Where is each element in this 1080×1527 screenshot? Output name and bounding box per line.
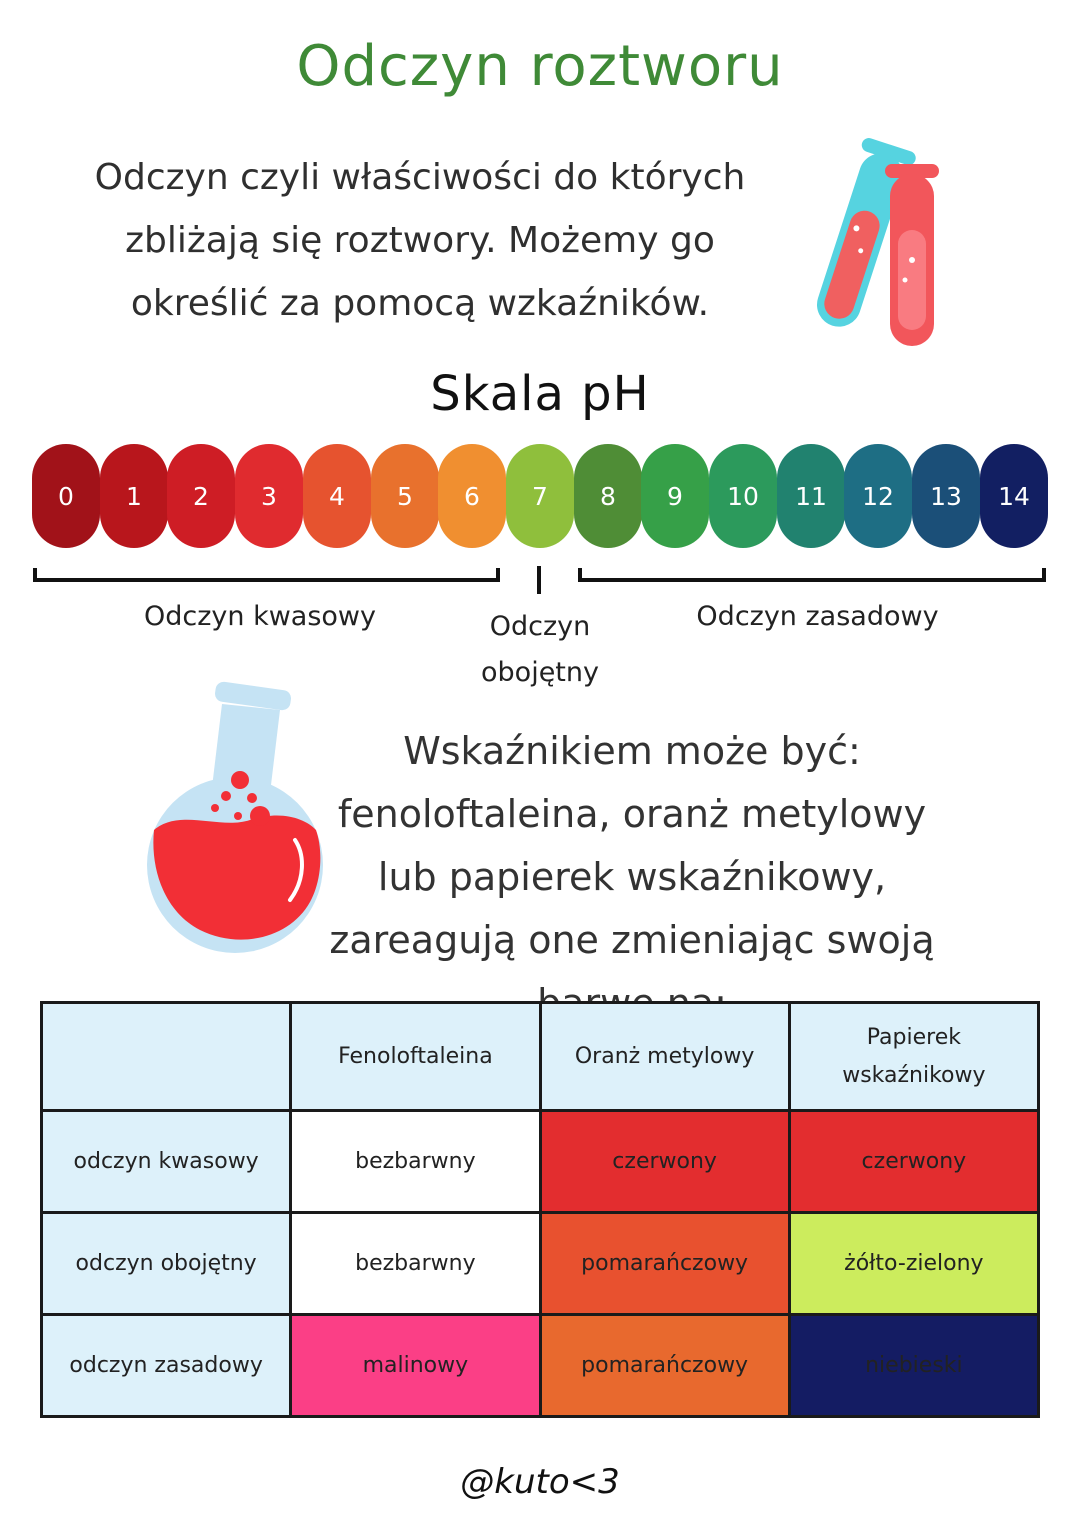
table-cell: czerwony <box>538 1109 791 1215</box>
table-header-row: Fenoloftaleina Oranż metylowy Papierek w… <box>39 1000 1041 1113</box>
table-cell: niebieski <box>787 1313 1041 1418</box>
ph-value-5: 5 <box>371 444 439 548</box>
table-cell: bezbarwny <box>289 1109 542 1215</box>
table-cell: bezbarwny <box>289 1211 542 1316</box>
table-cell: pomarańczowy <box>538 1211 791 1316</box>
intro-text: Odczyn czyli właściwości do których zbli… <box>94 157 746 324</box>
ph-value-1: 1 <box>100 444 168 548</box>
ph-value-6: 6 <box>438 444 506 548</box>
ph-value-3: 3 <box>235 444 303 548</box>
ph-value-12: 12 <box>844 444 912 548</box>
ph-value-13: 13 <box>912 444 980 548</box>
neutral-range-label: Odczyn obojętny <box>481 611 599 688</box>
ph-value-9: 9 <box>641 444 709 548</box>
range-brackets <box>33 566 1046 594</box>
row-label-cell: odczyn obojętny <box>39 1211 293 1316</box>
indicators-text: Wskaźnikiem może być: fenoloftaleina, or… <box>329 729 935 1025</box>
table-header-cell: Fenoloftaleina <box>289 1000 542 1113</box>
ph-value-11: 11 <box>777 444 845 548</box>
table-cell: czerwony <box>787 1109 1041 1215</box>
ph-value-2: 2 <box>167 444 235 548</box>
table-header-cell <box>39 1000 293 1113</box>
table-cell: żółto-zielony <box>787 1211 1041 1316</box>
acidic-range-label: Odczyn kwasowy <box>144 601 376 632</box>
ph-value-14: 14 <box>980 444 1048 548</box>
flask-icon <box>147 681 323 953</box>
indicator-color-table: Fenoloftaleina Oranż metylowy Papierek w… <box>39 1000 1041 1418</box>
ph-value-10: 10 <box>709 444 777 548</box>
ph-value-4: 4 <box>303 444 371 548</box>
author-credit: @kuto<3 <box>460 1462 620 1502</box>
row-label-cell: odczyn kwasowy <box>39 1109 293 1215</box>
page-title: Odczyn roztworu <box>296 34 784 99</box>
ph-value-0: 0 <box>32 444 100 548</box>
table-row: odczyn obojętny bezbarwny pomarańczowy ż… <box>39 1211 1041 1316</box>
table-cell: pomarańczowy <box>538 1313 791 1418</box>
table-cell: malinowy <box>289 1313 542 1418</box>
basic-range-label: Odczyn zasadowy <box>696 601 939 632</box>
row-label-cell: odczyn zasadowy <box>39 1313 293 1418</box>
ph-scale-title: Skala pH <box>430 366 650 422</box>
ph-value-7: 7 <box>506 444 574 548</box>
table-row: odczyn zasadowy malinowy pomarańczowy ni… <box>39 1313 1041 1418</box>
ph-value-8: 8 <box>574 444 642 548</box>
table-header-cell: Oranż metylowy <box>538 1000 791 1113</box>
table-row: odczyn kwasowy bezbarwny czerwony czerwo… <box>39 1109 1041 1215</box>
test-tubes-icon <box>816 138 939 346</box>
table-header-cell: Papierek wskaźnikowy <box>787 1000 1041 1113</box>
